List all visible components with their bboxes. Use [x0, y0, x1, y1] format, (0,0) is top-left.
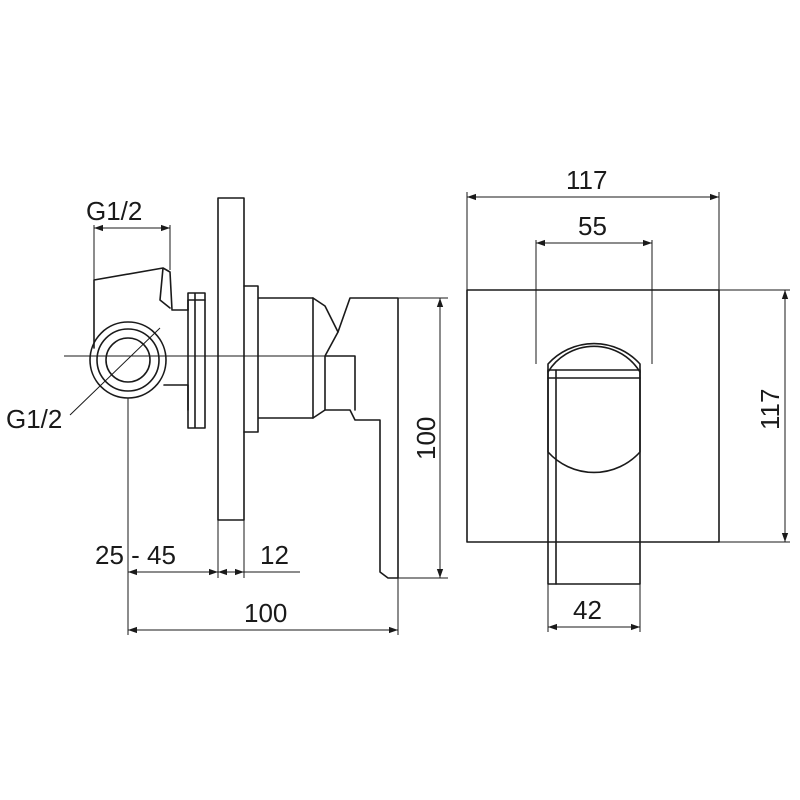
lever-front — [547, 369, 641, 585]
inlet-mid-circle — [96, 328, 160, 392]
label-total-height: 100 — [411, 417, 441, 460]
label-depth-range: 25 - 45 — [95, 540, 176, 570]
label-lever-width: 42 — [573, 595, 602, 625]
inlet-inner-circle — [105, 337, 151, 383]
escutcheon-ring-inner — [547, 345, 641, 373]
label-plate-height: 117 — [755, 389, 785, 430]
valve-body-block — [93, 267, 189, 349]
side-view: G1/2 G1/2 25 - 45 12 100 100 — [6, 196, 448, 635]
label-inner-width: 55 — [578, 211, 607, 241]
cartridge-body — [187, 292, 206, 429]
handle-bonnet — [312, 297, 339, 419]
label-inlet-top: G1/2 — [86, 196, 142, 226]
label-plate-thickness: 12 — [260, 540, 289, 570]
label-total-width: 100 — [244, 598, 287, 628]
cartridge-front — [243, 285, 314, 433]
front-view: 117 55 117 42 — [466, 165, 790, 632]
escutcheon-ring — [547, 342, 641, 474]
valve-body-lower — [163, 299, 206, 411]
leader-line-inlet — [69, 327, 161, 416]
wall-plate — [217, 197, 245, 521]
label-plate-width: 117 — [566, 165, 607, 195]
handle-lever — [324, 297, 399, 579]
label-inlet-bottom: G1/2 — [6, 404, 62, 434]
cover-plate — [466, 289, 720, 543]
